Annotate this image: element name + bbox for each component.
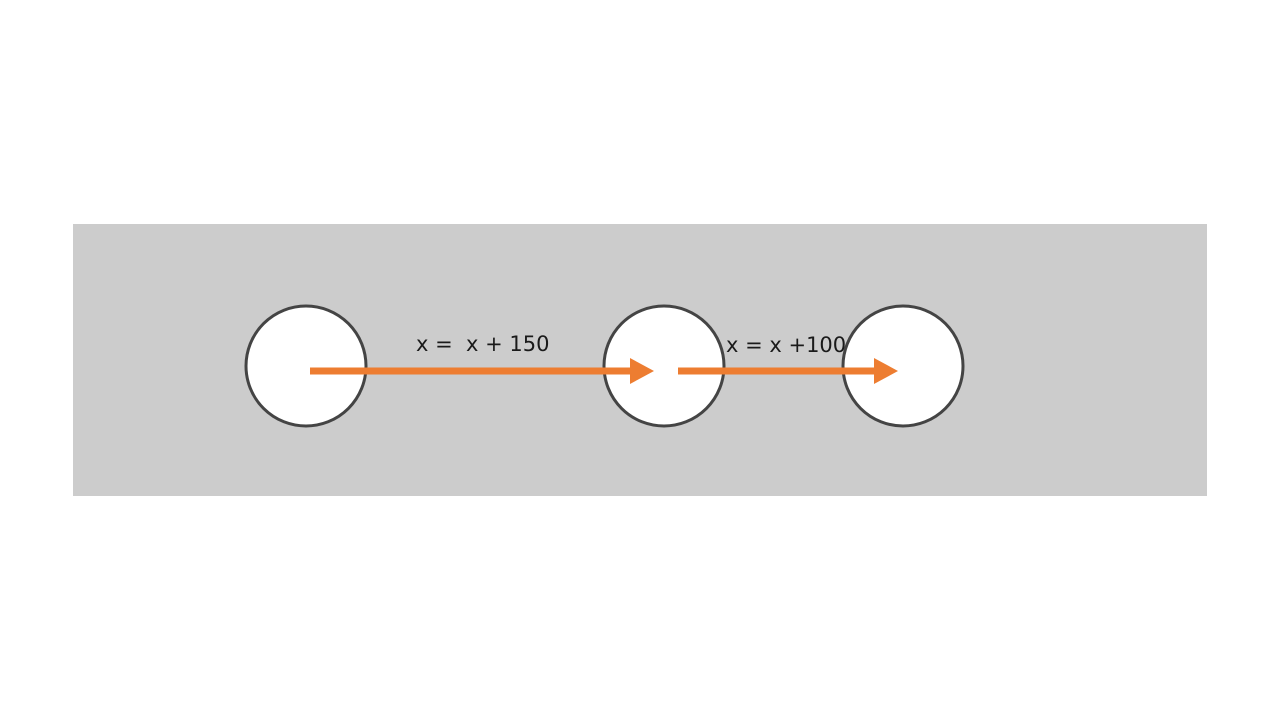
arrow-2-head [874,358,898,384]
arrow-1-head [630,358,654,384]
arrow-1-label: x = x + 150 [416,332,550,356]
circle-start [244,304,368,428]
arrow-middle-to-end [678,358,898,384]
arrow-start-to-middle [310,358,654,384]
circle-end [841,304,965,428]
circle-middle [602,304,726,428]
arrow-2-label: x = x +100 [726,333,846,357]
